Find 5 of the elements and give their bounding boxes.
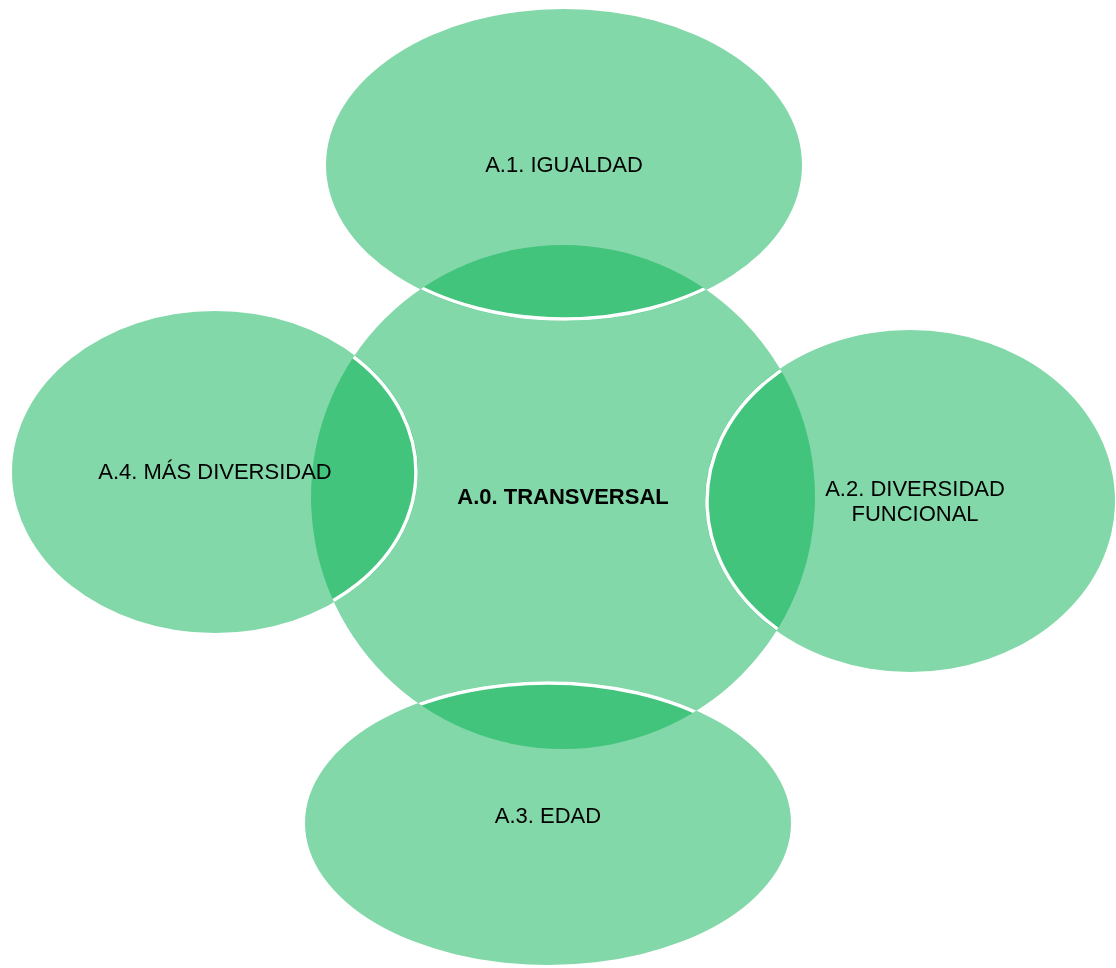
node-label: A.1. IGUALDAD <box>485 152 643 178</box>
node-label: A.2. DIVERSIDAD FUNCIONAL <box>824 475 1006 527</box>
node-label: A.3. EDAD <box>494 803 602 829</box>
node-label: A.0. TRANSVERSAL <box>457 484 669 510</box>
node-label: A.4. MÁS DIVERSIDAD <box>98 459 332 485</box>
